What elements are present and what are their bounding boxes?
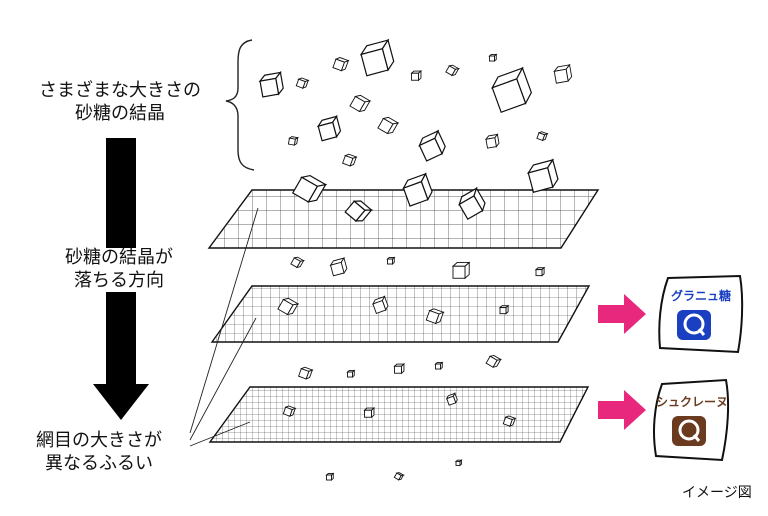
sugar-crystal (282, 405, 297, 417)
product-granulated-sugar: グラニュ糖 (658, 274, 744, 354)
sugar-crystal (498, 304, 510, 315)
product-label-sucrelene: シュクレーヌ (656, 395, 728, 409)
sugar-crystal (291, 174, 328, 203)
sugar-crystals (258, 38, 573, 482)
falling-direction-arrow (93, 138, 149, 420)
sugar-crystal (502, 415, 517, 427)
caption-image-diagram: イメージ図 (682, 485, 752, 501)
label-various-sized-crystals: さまざまな大きさの 砂糖の結晶 (14, 79, 226, 125)
sugar-crystal (258, 71, 284, 98)
sugar-crystal (488, 53, 498, 63)
sieve-3 (208, 386, 590, 443)
sugar-crystal (536, 131, 549, 142)
sugar-crystal (454, 459, 463, 467)
sugar-crystal (393, 472, 405, 481)
sugar-crystal (290, 256, 305, 269)
sugar-crystal (277, 297, 300, 316)
sieve-leader-lines (189, 207, 259, 447)
sugar-crystal (377, 116, 400, 135)
sugar-crystal (349, 94, 372, 113)
sugar-crystal (418, 129, 446, 162)
label-line: 砂糖の結晶が (65, 247, 173, 268)
sugar-crystal (445, 64, 460, 77)
sugar-crystal (484, 133, 500, 149)
label-line: さまざまな大きさの (39, 80, 201, 101)
label-falling-direction: 砂糖の結晶が 落ちる方向 (44, 246, 194, 292)
label-line: 落ちる方向 (74, 270, 164, 291)
sugar-crystal (410, 70, 423, 82)
brace (225, 39, 255, 171)
product-label-granulated: グラニュ糖 (671, 288, 731, 303)
sugar-crystal (393, 363, 406, 375)
sugar-crystal (363, 407, 376, 419)
sugar-crystal (491, 66, 533, 113)
sugar-crystal (485, 355, 502, 368)
sugar-crystal (329, 256, 348, 277)
sugar-crystal (434, 361, 444, 371)
label-line: 網目の大きさが (36, 430, 162, 451)
sugar-crystal (298, 366, 314, 380)
label-line: 異なるふるい (45, 453, 153, 474)
sugar-crystal (526, 158, 559, 194)
sugar-crystal (344, 200, 374, 222)
output-arrow-1 (598, 294, 646, 334)
sieve-2 (210, 285, 591, 343)
sugar-crystal (316, 114, 342, 142)
sugar-crystal (359, 38, 395, 77)
sugar-crystal (458, 186, 486, 220)
sugar-crystal (332, 57, 350, 72)
sugar-crystal (402, 172, 433, 207)
sugar-crystal (325, 472, 335, 482)
sugar-crystal (451, 261, 471, 280)
label-line: 砂糖の結晶 (75, 103, 165, 124)
sugar-crystal (386, 256, 396, 266)
output-arrow-2 (598, 390, 646, 430)
sugar-crystal (553, 63, 573, 84)
sugar-crystal (372, 295, 389, 314)
sugar-crystal (346, 369, 356, 379)
sugar-crystal (425, 308, 445, 325)
sugar-crystal (342, 153, 358, 167)
sugar-crystal (295, 77, 310, 89)
sugar-crystal (287, 136, 299, 147)
label-sieves: 網目の大きさが 異なるふるい (14, 429, 184, 475)
sieve-1 (207, 189, 600, 249)
sugar-crystal (445, 392, 458, 406)
product-sucrelene: シュクレーヌ (653, 378, 730, 462)
sugar-crystal (534, 266, 546, 277)
